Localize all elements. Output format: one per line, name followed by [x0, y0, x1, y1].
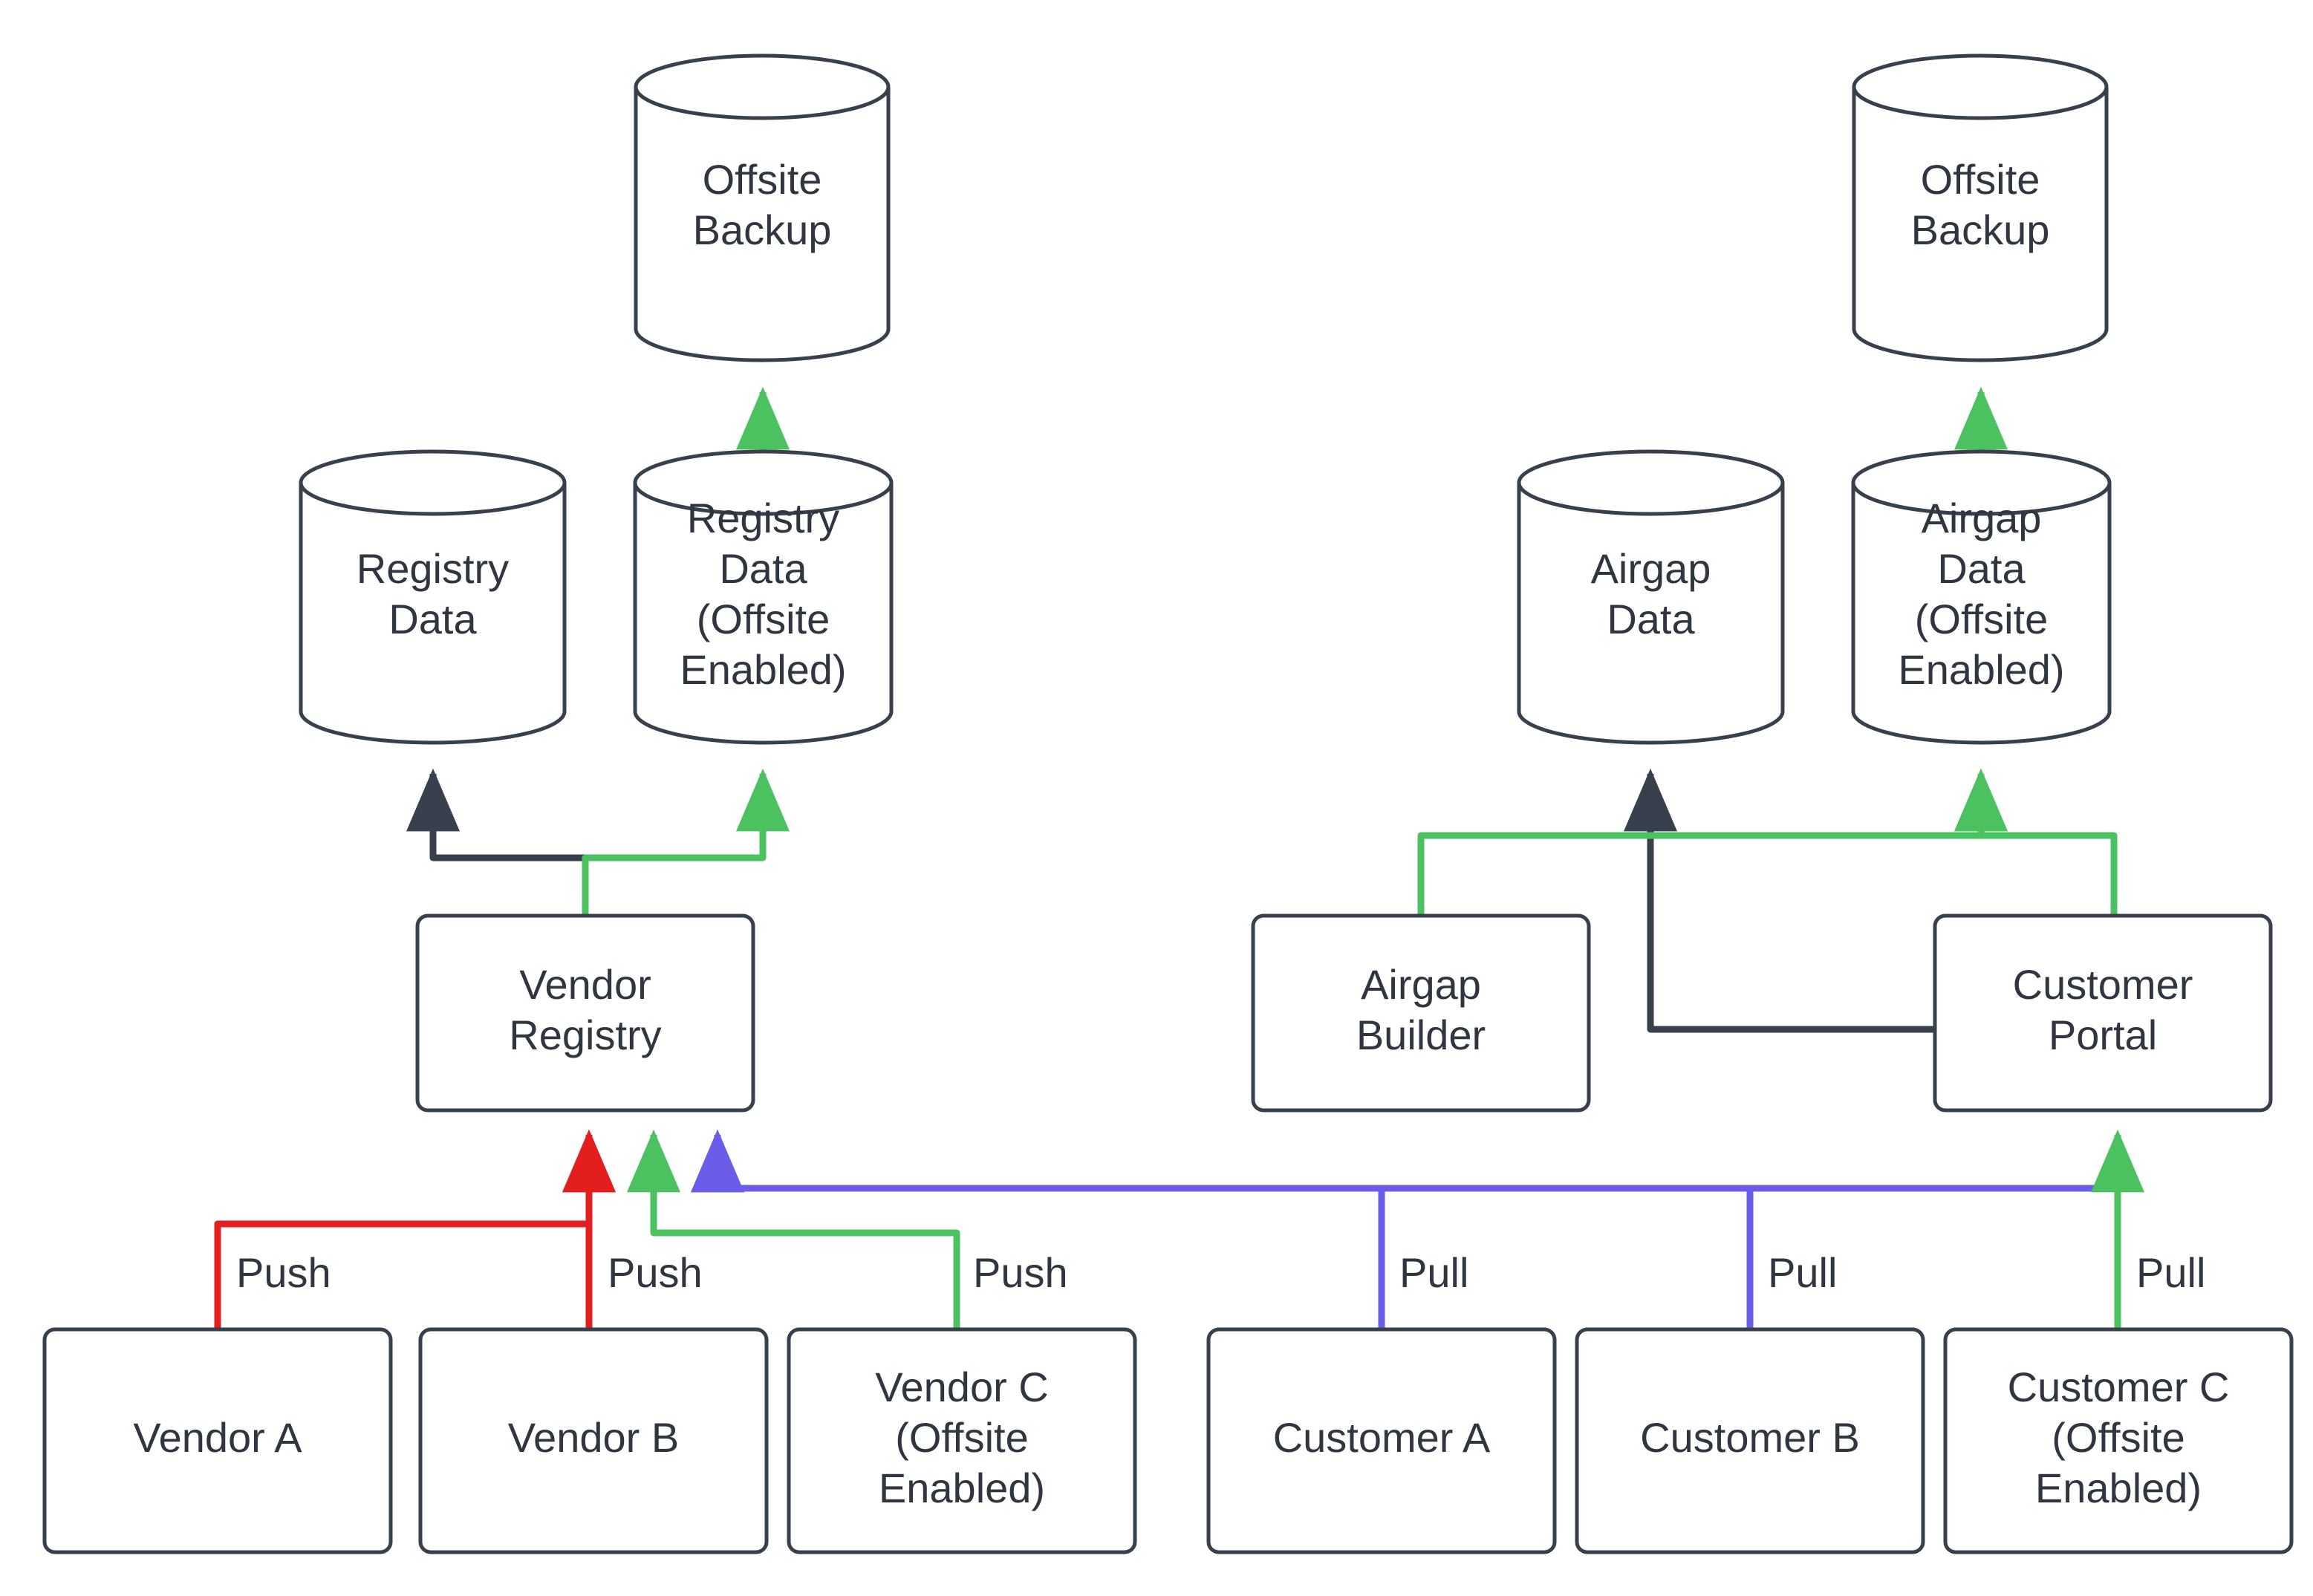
cylinder-body — [633, 449, 894, 745]
edge-label-e-vendorB-registry: Push — [608, 1249, 703, 1296]
cylinder-body — [1517, 449, 1785, 745]
node-customer-a[interactable]: Customer A — [1206, 1327, 1557, 1554]
box-body — [787, 1327, 1137, 1554]
edge-vendor-a-to-vendor-registry — [214, 1129, 616, 1329]
edge-vendor-registry-to-registry-data-offsite — [582, 768, 790, 916]
edge-labels-layer: Push Push Push Pull Pull Pull — [236, 1249, 2205, 1296]
cylinder-lid — [634, 86, 891, 120]
edge-label-e-vendorA-registry: Push — [236, 1249, 331, 1296]
edge-vendor-registry-to-registry-data — [406, 768, 589, 916]
edge-label-e-customerB-portal: Pull — [1768, 1249, 1837, 1296]
node-label: Customer B — [1640, 1414, 1860, 1461]
node-customer-b[interactable]: Customer B — [1575, 1327, 1925, 1554]
box-body — [42, 1327, 393, 1554]
cylinder-lid — [1851, 482, 2112, 516]
node-vendor-a[interactable]: Vendor A — [42, 1327, 393, 1554]
box-body — [1206, 1327, 1557, 1554]
edge-label-e-customerC-portal: Pull — [2136, 1249, 2205, 1296]
cylinder-lid — [299, 482, 567, 516]
cylinder-body — [1851, 449, 2112, 745]
edge-label-e-customerA-portal: Pull — [1399, 1249, 1468, 1296]
node-label: Customer A — [1273, 1414, 1491, 1461]
cylinder-body — [1852, 53, 2109, 362]
box-body — [418, 1327, 769, 1554]
edge-airgap-builder-to-airgap-data-offsite — [1417, 768, 2008, 916]
node-label: Vendor A — [133, 1414, 302, 1461]
box-body — [1251, 913, 1591, 1113]
box-body — [1933, 913, 2273, 1113]
edge-customer-portal-to-airgap-data-offsite — [1954, 768, 2118, 916]
cylinder-lid — [1852, 86, 2109, 120]
cylinder-body — [634, 53, 891, 362]
node-label: Vendor B — [508, 1414, 679, 1461]
cylinder-body — [299, 449, 567, 745]
node-vendor-b[interactable]: Vendor B — [418, 1327, 769, 1554]
box-body — [1575, 1327, 1925, 1554]
box-body — [1943, 1327, 2294, 1554]
cylinder-lid — [1517, 482, 1785, 516]
edge-customer-portal-to-airgap-data — [1624, 768, 1935, 1033]
box-body — [415, 913, 755, 1113]
edge-vendor-c-to-vendor-registry — [627, 1129, 960, 1329]
edge-label-e-vendorC-registry: Push — [973, 1249, 1068, 1296]
cylinder-lid — [633, 482, 894, 516]
